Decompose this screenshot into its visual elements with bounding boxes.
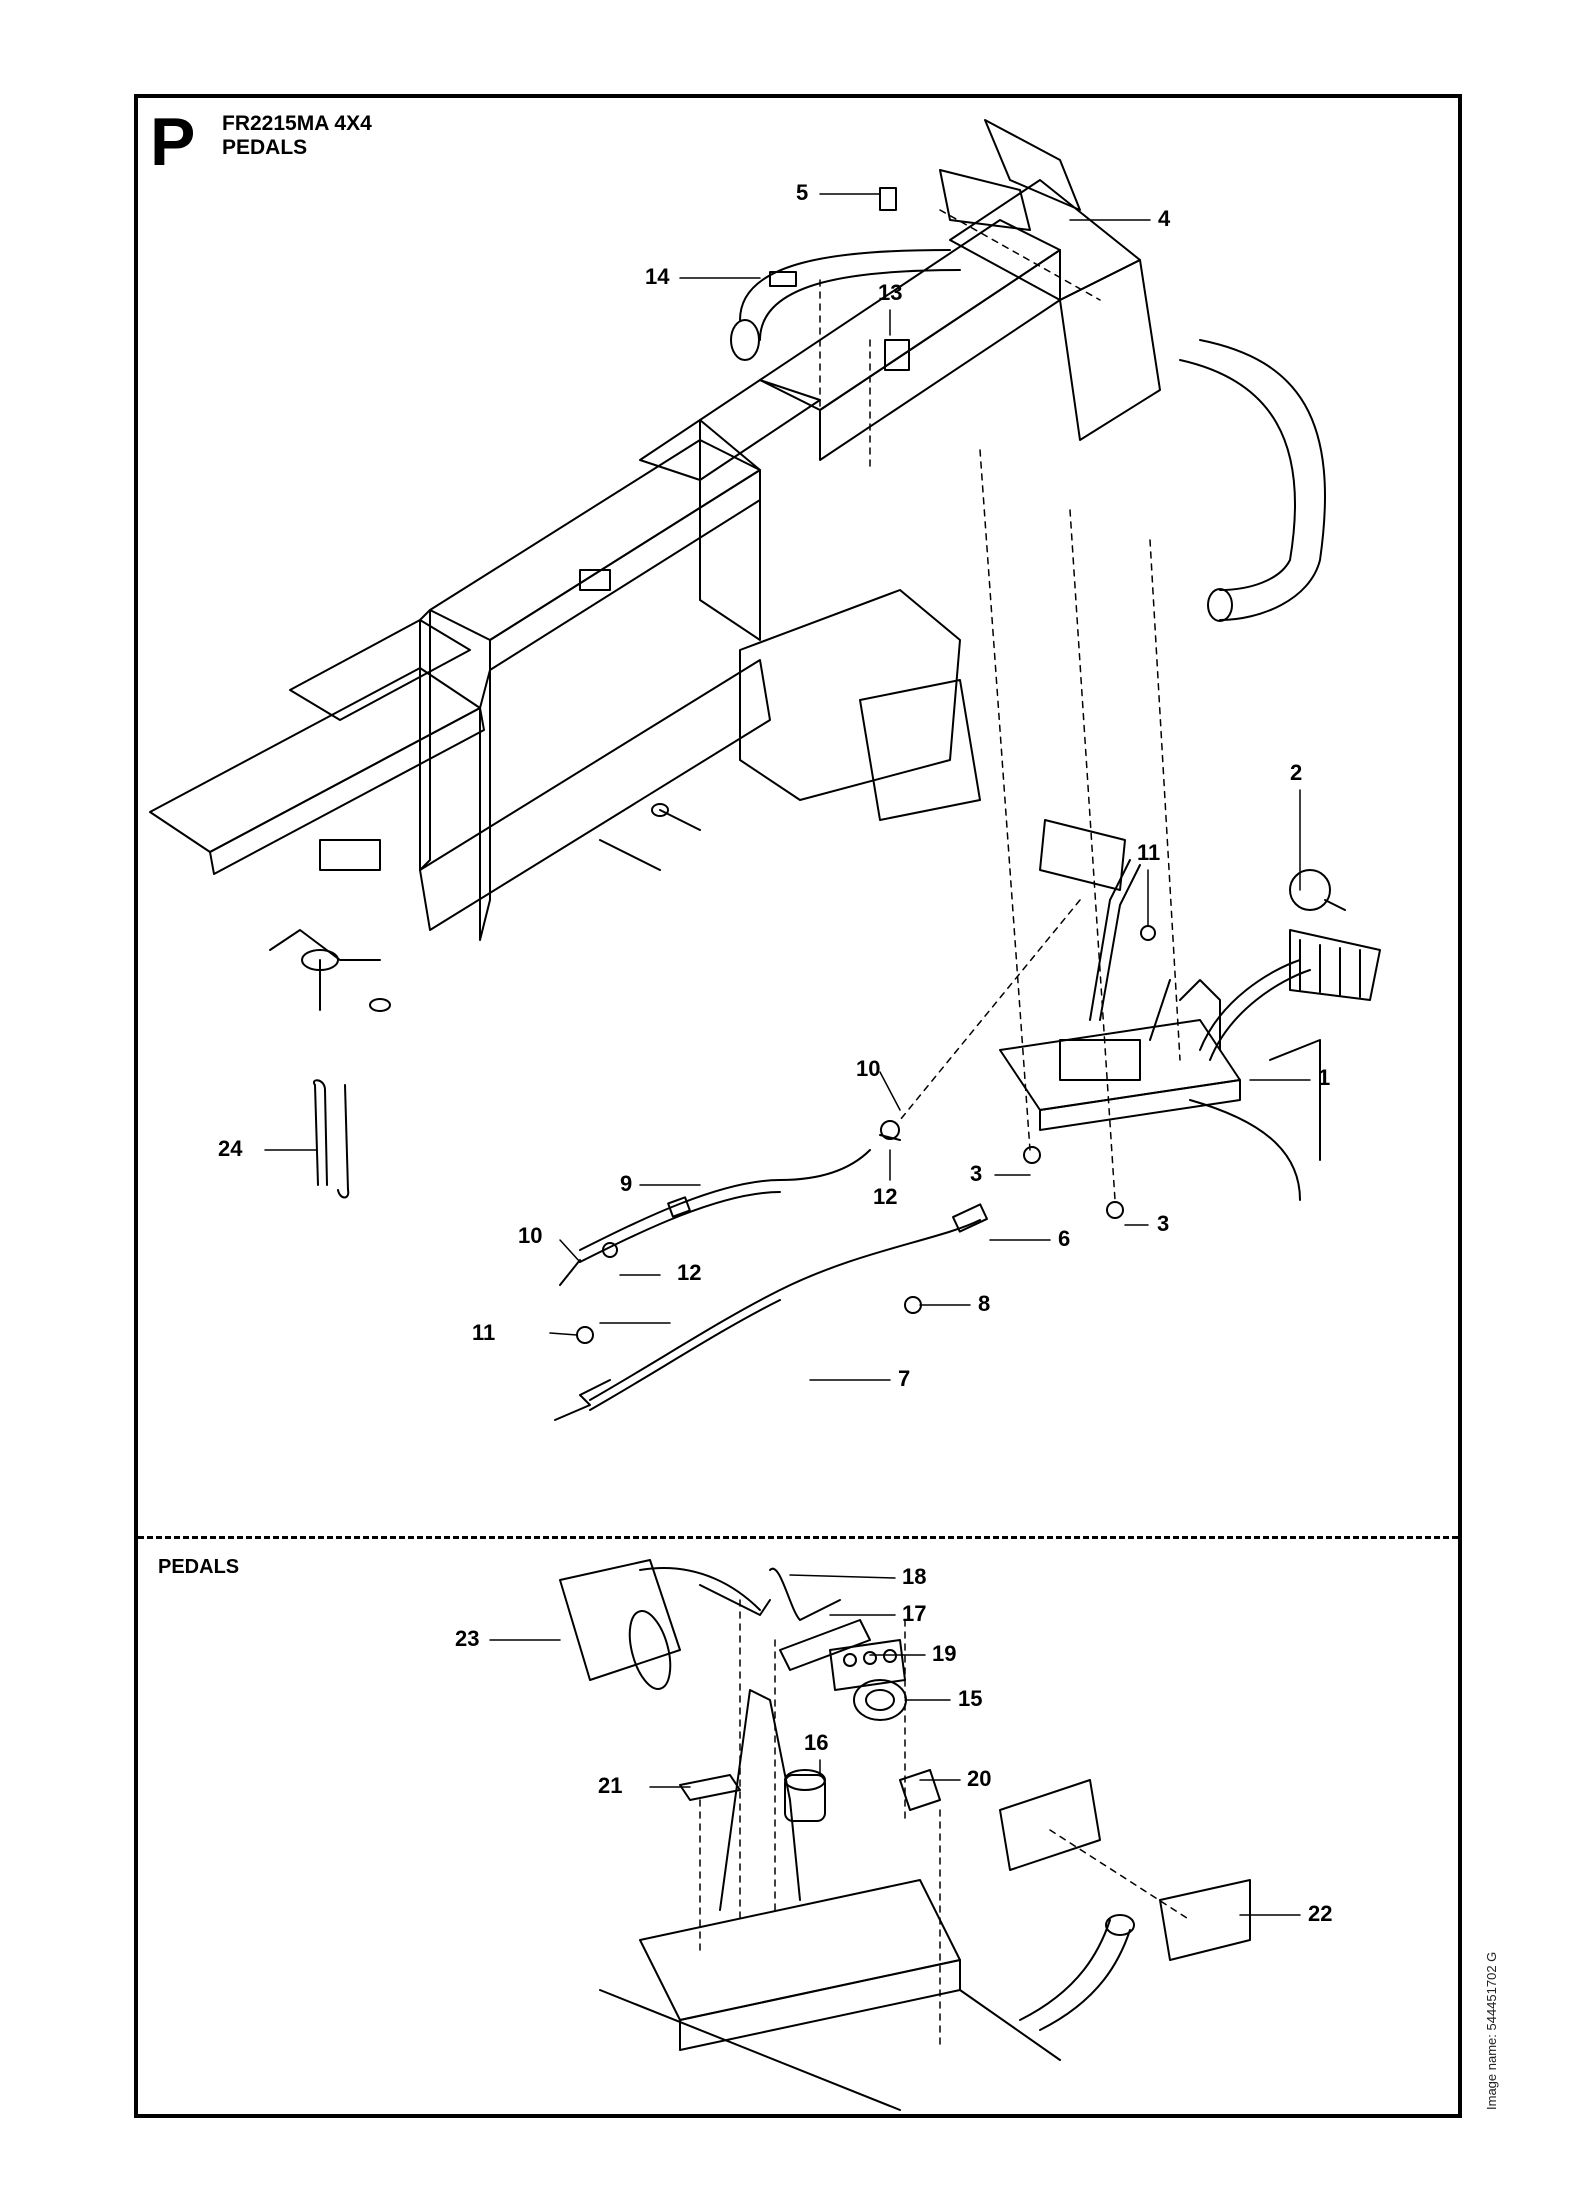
callout-20: 20	[967, 1766, 992, 1791]
callout-9: 9	[620, 1171, 633, 1196]
callout-1: 1	[1318, 1065, 1331, 1090]
callout-21: 21	[598, 1773, 623, 1798]
diagram-frame	[134, 94, 1462, 2118]
section-divider	[138, 1536, 1458, 1539]
callout-14: 14	[645, 264, 670, 289]
callout-leaders	[264, 193, 1311, 1916]
callout-5: 5	[796, 180, 809, 205]
callout-11: 11	[472, 1320, 496, 1345]
section-title: PEDALS	[222, 136, 308, 159]
callout-4: 4	[1158, 206, 1171, 231]
callout-10: 10	[518, 1223, 543, 1248]
callout-17: 17	[902, 1601, 927, 1626]
section-letter: P	[150, 104, 196, 180]
pedal-assembly	[999, 819, 1381, 1201]
callout-23: 23	[455, 1626, 480, 1651]
chassis-frame	[149, 179, 1161, 1012]
callout-8: 8	[978, 1291, 991, 1316]
callout-12: 12	[677, 1260, 702, 1285]
model-title: FR2215MA 4X4	[222, 112, 372, 135]
callout-3: 3	[1157, 1211, 1170, 1236]
handle-bar	[730, 249, 1326, 622]
subsection-title: PEDALS	[158, 1556, 240, 1578]
callout-2: 2	[1290, 760, 1303, 785]
callout-19: 19	[932, 1641, 957, 1666]
spring-clip	[312, 1079, 350, 1199]
callout-10: 10	[856, 1056, 881, 1081]
callout-12: 12	[873, 1184, 898, 1209]
callout-15: 15	[958, 1686, 983, 1711]
callout-24: 24	[218, 1136, 243, 1161]
callout-11: 11	[1137, 840, 1161, 865]
callout-16: 16	[804, 1730, 829, 1755]
callout-7: 7	[898, 1366, 911, 1391]
fasteners	[576, 119, 1156, 1344]
callout-6: 6	[1058, 1226, 1071, 1251]
callout-18: 18	[902, 1564, 927, 1589]
callout-22: 22	[1308, 1901, 1333, 1926]
lower-pedal-detail	[559, 1559, 1251, 2111]
callout-3: 3	[970, 1161, 983, 1186]
callout-13: 13	[878, 280, 903, 305]
